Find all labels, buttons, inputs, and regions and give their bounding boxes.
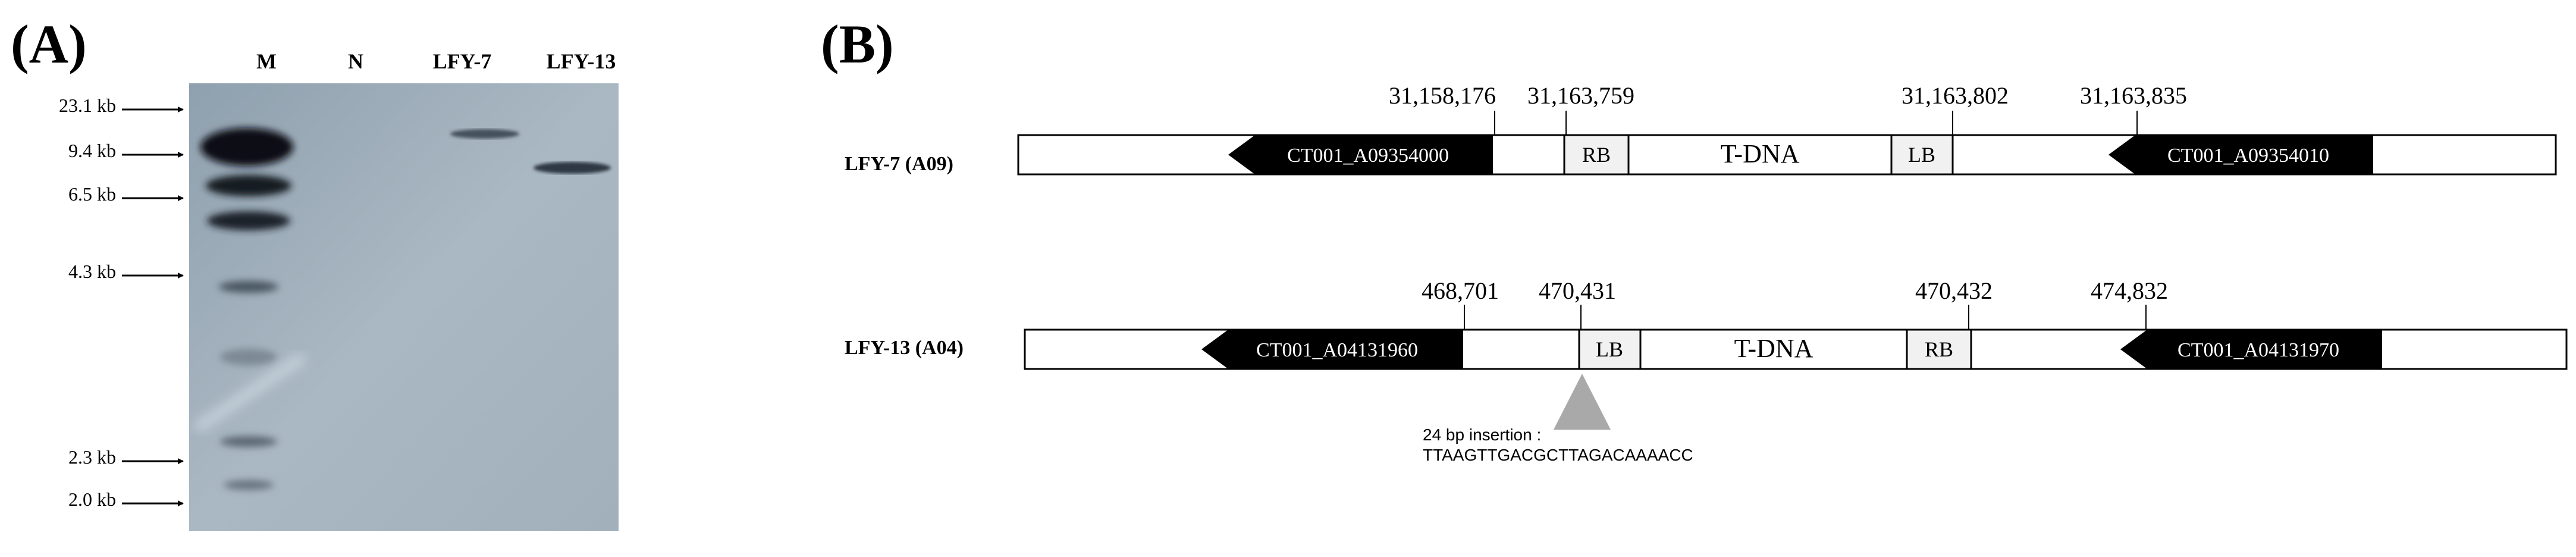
marker-23kb-label: 23.1 kb: [59, 95, 116, 116]
lfy13-left-gene-arrow: [1201, 330, 1463, 369]
lfy7-left-gene-arrow: [1228, 135, 1493, 174]
lfy13-coord-4: 474,832: [2091, 277, 2168, 304]
lfy7-lb-box: [1890, 134, 1954, 176]
lfy7-tdna-label: T-DNA: [1721, 139, 1800, 168]
lfy13-right-gene: CT001_A04131970: [2177, 339, 2339, 361]
lfy13-coord-3: 470,432: [1915, 277, 1993, 304]
marker-9kb-label: 9.4 kb: [68, 140, 116, 161]
lane-labels: M N LFY-7 LFY-13: [256, 49, 616, 73]
lfy7-right-gene: CT001_A09354010: [2167, 145, 2329, 167]
blot-image: [189, 83, 619, 531]
lfy7-coord-1: 31,158,176: [1389, 82, 1496, 109]
marker-2kb-label: 2.0 kb: [68, 489, 116, 510]
insertion-note: 24 bp insertion :: [1423, 425, 1541, 444]
panel-b-label: (B): [821, 14, 894, 74]
lfy13-left-gene: CT001_A04131960: [1256, 339, 1418, 361]
lfy7-coord-3: 31,163,802: [1902, 82, 2009, 109]
lfy7-row-label: LFY-7 (A09): [845, 153, 953, 175]
lfy13-coord-1: 468,701: [1422, 277, 1499, 304]
lfy13-row-label: LFY-13 (A04): [845, 337, 964, 359]
lfy7-rb-box: [1563, 134, 1630, 176]
lane-label-m: M: [256, 49, 277, 73]
marker-6kb-label: 6.5 kb: [68, 183, 116, 205]
lfy7-right-gene-arrow: [2109, 135, 2373, 174]
lane-label-lfy7: LFY-7: [433, 49, 492, 73]
insertion-sequence: TTAAGTTGACGCTTAGACAAAACC: [1423, 446, 1693, 464]
lfy7-lb-label: LB: [1908, 143, 1935, 167]
lfy7-rb-label: RB: [1582, 143, 1611, 167]
panel-a-label: (A): [11, 14, 87, 74]
marker-2-3kb-label: 2.3 kb: [68, 446, 116, 468]
lfy13-coord-2: 470,431: [1539, 277, 1616, 304]
lfy13-lb-label: LB: [1596, 337, 1623, 361]
lfy7-coord-4: 31,163,835: [2080, 82, 2187, 109]
insertion-site-marker: [1554, 374, 1611, 430]
lane-label-n: N: [348, 49, 363, 73]
lfy13-right-gene-arrow: [2120, 330, 2382, 369]
lfy13-rb-box: [1906, 328, 1972, 370]
lfy7-map: LFY-7 (A09) CT001_A09354000 RB T-DNA LB …: [845, 82, 2557, 176]
lfy13-lb-box: [1578, 328, 1642, 370]
lfy13-tdna-label: T-DNA: [1734, 334, 1813, 363]
lfy7-coord-2: 31,163,759: [1527, 82, 1634, 109]
lfy13-rb-label: RB: [1925, 337, 1953, 361]
size-markers: 23.1 kb 9.4 kb 6.5 kb 4.3 kb 2.3 kb 2.0 …: [59, 95, 184, 510]
lfy13-map: LFY-13 (A04) CT001_A04131960 LB T-DNA RB…: [845, 277, 2568, 464]
lane-label-lfy13: LFY-13: [547, 49, 616, 73]
lfy7-left-gene: CT001_A09354000: [1287, 145, 1449, 167]
marker-4kb-label: 4.3 kb: [68, 261, 116, 282]
